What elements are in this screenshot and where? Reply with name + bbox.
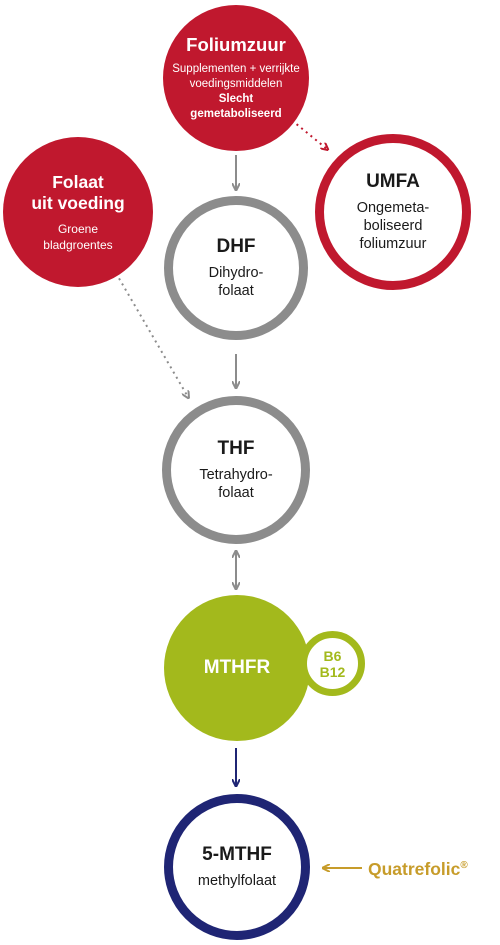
foliumzuur-line-1: Supplementen + verrijkte	[172, 63, 300, 75]
dhf-description: Dihydro- folaat	[209, 264, 264, 300]
folaat-sub-line-1: Groene	[57, 221, 98, 236]
foliumzuur-description: Supplementen + verrijkte voedingsmiddele…	[172, 62, 300, 122]
arrow-folaat-to-thf	[112, 267, 188, 397]
mthf5-title: 5-MTHF	[202, 844, 272, 865]
node-umfa: UMFA Ongemeta- boliseerd foliumzuur	[315, 134, 471, 290]
folaat-sub-line-2: bladgroentes	[43, 237, 113, 252]
dhf-title: DHF	[216, 236, 256, 257]
umfa-line-3: foliumzuur	[359, 236, 427, 252]
quatrefolic-name: Quatrefolic	[368, 858, 461, 879]
quatrefolic-label: Quatrefolic®	[368, 855, 468, 880]
folaat-title-line-2: uit voeding	[31, 192, 125, 213]
foliumzuur-line-2: voedingsmiddelen	[189, 78, 283, 90]
folaat-title: Folaat uit voeding	[31, 172, 124, 214]
foliumzuur-line-4: gemetaboliseerd	[190, 108, 282, 120]
node-foliumzuur: Foliumzuur Supplementen + verrijkte voed…	[163, 5, 309, 151]
folaat-description: Groene bladgroentes	[43, 221, 112, 253]
dhf-line-1: Dihydro-	[208, 265, 264, 281]
node-mthfr: MTHFR	[164, 595, 310, 741]
cofactor-labels: B6 B12	[320, 648, 346, 680]
umfa-title: UMFA	[366, 171, 420, 192]
dhf-line-2: folaat	[218, 283, 254, 299]
cofactor-b12: B12	[319, 663, 346, 680]
node-b6-b12-cofactors: B6 B12	[300, 631, 365, 696]
mthfr-title: MTHFR	[203, 657, 271, 678]
registered-mark: ®	[460, 860, 468, 871]
node-folaat-uit-voeding: Folaat uit voeding Groene bladgroentes	[3, 137, 153, 287]
umfa-description: Ongemeta- boliseerd foliumzuur	[357, 199, 430, 253]
thf-line-1: Tetrahydro-	[199, 467, 273, 483]
foliumzuur-line-3: Slecht	[218, 93, 254, 105]
thf-line-2: folaat	[218, 485, 254, 501]
umfa-line-1: Ongemeta-	[356, 200, 430, 216]
cofactor-b6: B6	[323, 647, 342, 664]
folaat-title-line-1: Folaat	[52, 171, 104, 192]
foliumzuur-title: Foliumzuur	[186, 34, 286, 55]
umfa-line-2: boliseerd	[363, 218, 423, 234]
thf-title: THF	[217, 438, 255, 459]
node-dhf: DHF Dihydro- folaat	[164, 196, 308, 340]
node-thf: THF Tetrahydro- folaat	[162, 396, 310, 544]
node-5-mthf: 5-MTHF methylfolaat	[164, 794, 310, 940]
thf-description: Tetrahydro- folaat	[199, 466, 272, 502]
arrow-foliumzuur-to-umfa	[277, 108, 327, 149]
mthf5-description: methylfolaat	[197, 873, 277, 889]
